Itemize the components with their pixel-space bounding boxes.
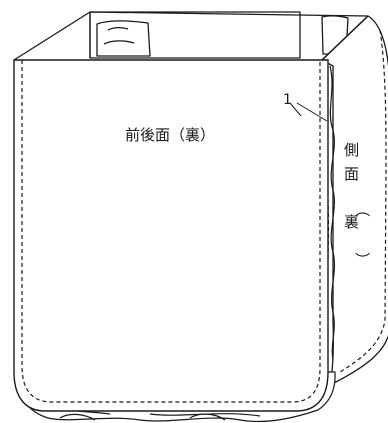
side-label-char: 裏 [344,213,359,231]
bag-opening-rim [13,11,369,61]
side-label-char: 面 [344,165,359,183]
back-inner-panel [89,11,349,59]
marker-leader-lines [289,102,328,122]
front-panel-stitch-line [21,60,321,403]
marker-label: 1 [283,92,292,108]
front-back-panel [13,59,329,412]
side-label-char: 側 [344,141,359,159]
side-label-char: ） [353,252,371,267]
side-seam-edge [329,65,336,361]
side-label-char: （ [353,202,371,217]
side-label: 側 面 （ 裏 ） [344,141,371,267]
front-back-label: 前後面（裏） [125,126,215,144]
side-panel-stitch-line [339,29,387,373]
side-panel [321,15,388,386]
